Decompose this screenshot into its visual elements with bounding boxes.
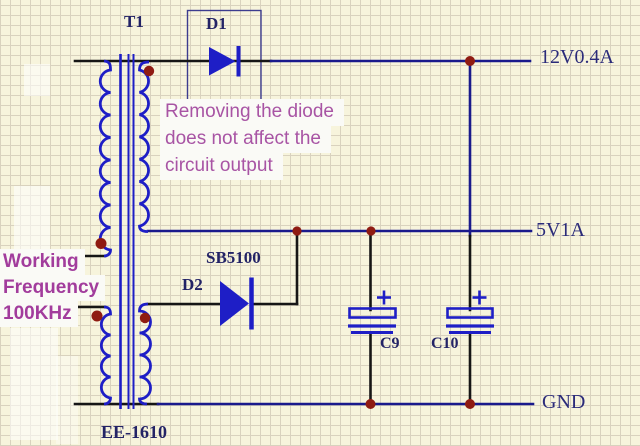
net-label-5v: 5V1A: [536, 219, 585, 241]
c10-top-plate: [446, 307, 494, 319]
polarity-dot: [139, 312, 151, 324]
junction-dot: [365, 399, 376, 409]
label-sb5100: SB5100: [206, 248, 261, 267]
diode-note-line-3: circuit output: [160, 153, 283, 180]
label-d1: D1: [206, 14, 227, 33]
c9-top-plate: [348, 307, 397, 319]
primary-winding-upper: [98, 59, 112, 258]
polarity-dot: [95, 238, 107, 249]
d1-triangle: [209, 47, 236, 76]
secondary-winding-lower: [138, 302, 152, 406]
capacitor-c9: [348, 290, 397, 334]
junction-dot: [292, 226, 302, 236]
net-label-12v: 12V0.4A: [540, 46, 614, 68]
freq-note-line-1: Working: [0, 249, 85, 275]
secondary-winding-upper: [138, 60, 150, 233]
net-label-gnd: GND: [542, 391, 586, 413]
label-ee1610: EE-1610: [101, 422, 168, 442]
polarity-dot: [143, 65, 155, 77]
capacitor-c10: [446, 290, 494, 334]
faded-patch: [10, 328, 58, 440]
d2-triangle: [220, 281, 249, 326]
primary-winding-lower: [99, 305, 112, 406]
junction-dot: [465, 399, 475, 409]
faded-patch: [56, 356, 78, 444]
junction-dot: [366, 226, 376, 236]
diode-d1: [209, 46, 241, 77]
label-t1: T1: [124, 12, 144, 31]
junction-dot: [465, 56, 475, 66]
polarity-dot: [91, 310, 103, 322]
faded-patch: [24, 64, 50, 96]
label-d2: D2: [182, 275, 203, 294]
diode-note-line-1: Removing the diode: [160, 99, 344, 126]
diode-note-line-2: does not affect the: [160, 126, 331, 153]
junction-dots: [91, 56, 475, 409]
diode-d2: [220, 277, 254, 330]
label-c10: C10: [431, 335, 459, 352]
transformer-t1: [98, 54, 152, 409]
label-c9: C9: [380, 335, 400, 352]
freq-note-line-3: 100KHz: [0, 301, 78, 327]
freq-note-line-2: Frequency: [0, 275, 106, 301]
